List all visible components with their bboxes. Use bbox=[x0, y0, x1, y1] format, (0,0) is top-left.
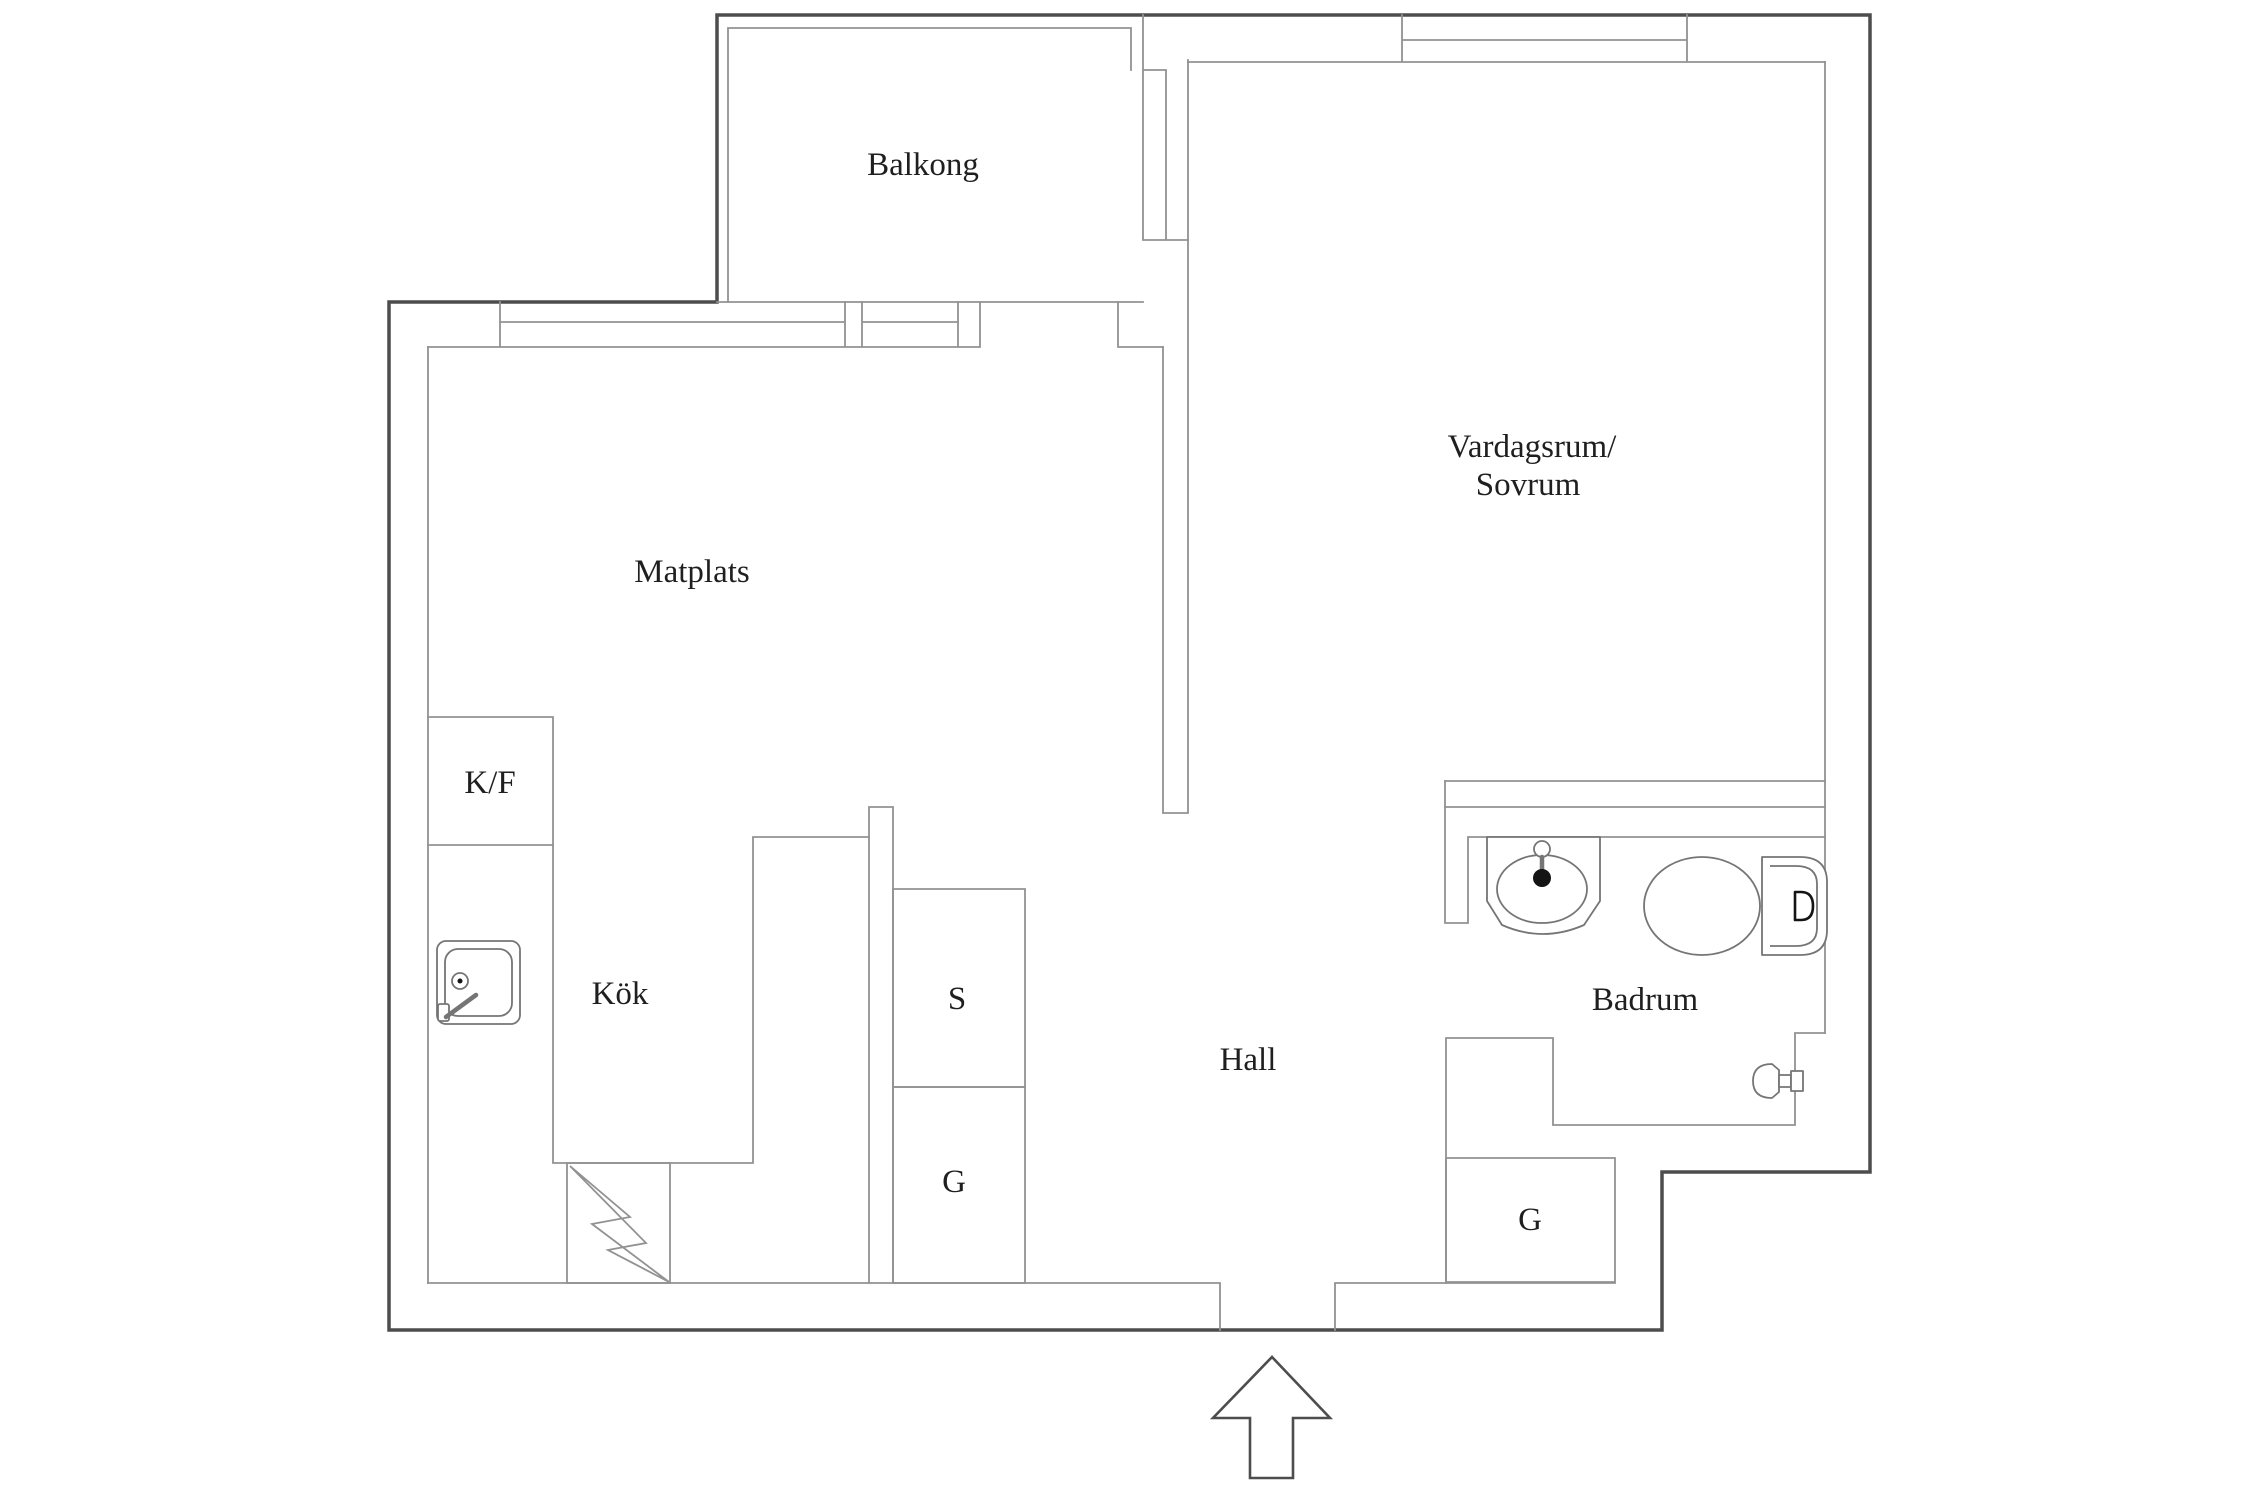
livingroom-bottom-wall bbox=[1444, 780, 1826, 808]
kitchen-sink-icon bbox=[436, 940, 521, 1025]
inner-walls bbox=[427, 14, 1826, 1331]
bathroom-sink-icon bbox=[1486, 836, 1601, 935]
label-kok: Kök bbox=[592, 976, 649, 1012]
label-vardagsrum-line2: Sovrum bbox=[1476, 467, 1581, 503]
toilet-bowl bbox=[1643, 856, 1761, 956]
entrance-arrow bbox=[1209, 1355, 1334, 1480]
kitchen-sink-basin bbox=[444, 948, 513, 1017]
stove-box bbox=[566, 1162, 671, 1284]
fridge-freezer-box bbox=[427, 716, 554, 846]
kitchen-faucet-lever bbox=[443, 992, 479, 1020]
livingroom-top-wall bbox=[1187, 14, 1826, 63]
storage-boxes bbox=[427, 716, 1616, 1284]
shower-valve-icon bbox=[1752, 1063, 1804, 1099]
label-closet-g-kitchen: G bbox=[942, 1164, 966, 1200]
toilet-tank-inner bbox=[1770, 865, 1818, 947]
shower-valve-head bbox=[1790, 1070, 1804, 1092]
matplats-hall-wall bbox=[1162, 59, 1189, 814]
outer-walls bbox=[387, 13, 1872, 1332]
label-closet-s: S bbox=[948, 981, 966, 1017]
label-matplats: Matplats bbox=[634, 554, 749, 590]
label-closet-g-hall: G bbox=[1518, 1202, 1542, 1238]
bottom-inner-wall bbox=[427, 1282, 1616, 1331]
balcony-side-window bbox=[1142, 14, 1189, 241]
bathroom-faucet-knob bbox=[1533, 840, 1551, 858]
label-hall: Hall bbox=[1220, 1042, 1277, 1078]
balcony-railing bbox=[727, 27, 1132, 303]
shower-valve-cup bbox=[1752, 1063, 1780, 1099]
bathroom-faucet-head bbox=[1533, 869, 1551, 887]
closet-g-hall-box bbox=[1445, 1157, 1616, 1283]
label-badrum: Badrum bbox=[1592, 982, 1699, 1018]
label-balkong: Balkong bbox=[867, 147, 979, 183]
closet-g-kitchen-box bbox=[892, 1086, 1026, 1284]
closet-wall bbox=[868, 806, 894, 1284]
kitchen-sink-drain-dot bbox=[457, 978, 463, 984]
label-kf: K/F bbox=[464, 765, 515, 801]
shower-valve-stem bbox=[1778, 1074, 1792, 1088]
toilet-icon bbox=[1643, 856, 1828, 956]
toilet-flush-button bbox=[1793, 890, 1815, 922]
matplats-window bbox=[427, 301, 1164, 348]
label-vardagsrum-line1: Vardagsrum/ bbox=[1448, 429, 1617, 465]
entrance-arrow-icon bbox=[1209, 1355, 1334, 1480]
room-labels: Balkong Vardagsrum/ Sovrum Matplats K/F … bbox=[464, 147, 1698, 1238]
stove-lightning-icon bbox=[569, 1165, 670, 1283]
outer-wall-outline bbox=[387, 13, 1872, 1332]
